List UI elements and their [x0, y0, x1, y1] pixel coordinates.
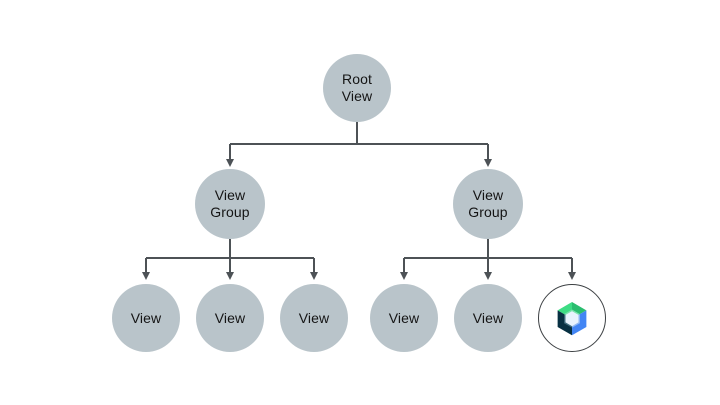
jetpack-compose-icon: [557, 302, 587, 336]
node-view-4: View: [370, 284, 438, 352]
node-label: View: [214, 309, 246, 326]
node-view-1: View: [112, 284, 180, 352]
node-label: View Group: [210, 187, 250, 220]
node-view-group-right: View Group: [453, 169, 523, 239]
node-view-3: View: [280, 284, 348, 352]
node-label: View: [130, 309, 162, 326]
node-label: View Group: [468, 187, 508, 220]
node-view-2: View: [196, 284, 264, 352]
node-label: View: [298, 309, 330, 326]
node-root-view: Root View: [323, 54, 391, 122]
node-jetpack-compose: [538, 284, 606, 352]
node-view-5: View: [454, 284, 522, 352]
node-view-group-left: View Group: [195, 169, 265, 239]
node-label: View: [388, 309, 420, 326]
node-label: View: [472, 309, 504, 326]
node-label: Root View: [341, 71, 373, 104]
